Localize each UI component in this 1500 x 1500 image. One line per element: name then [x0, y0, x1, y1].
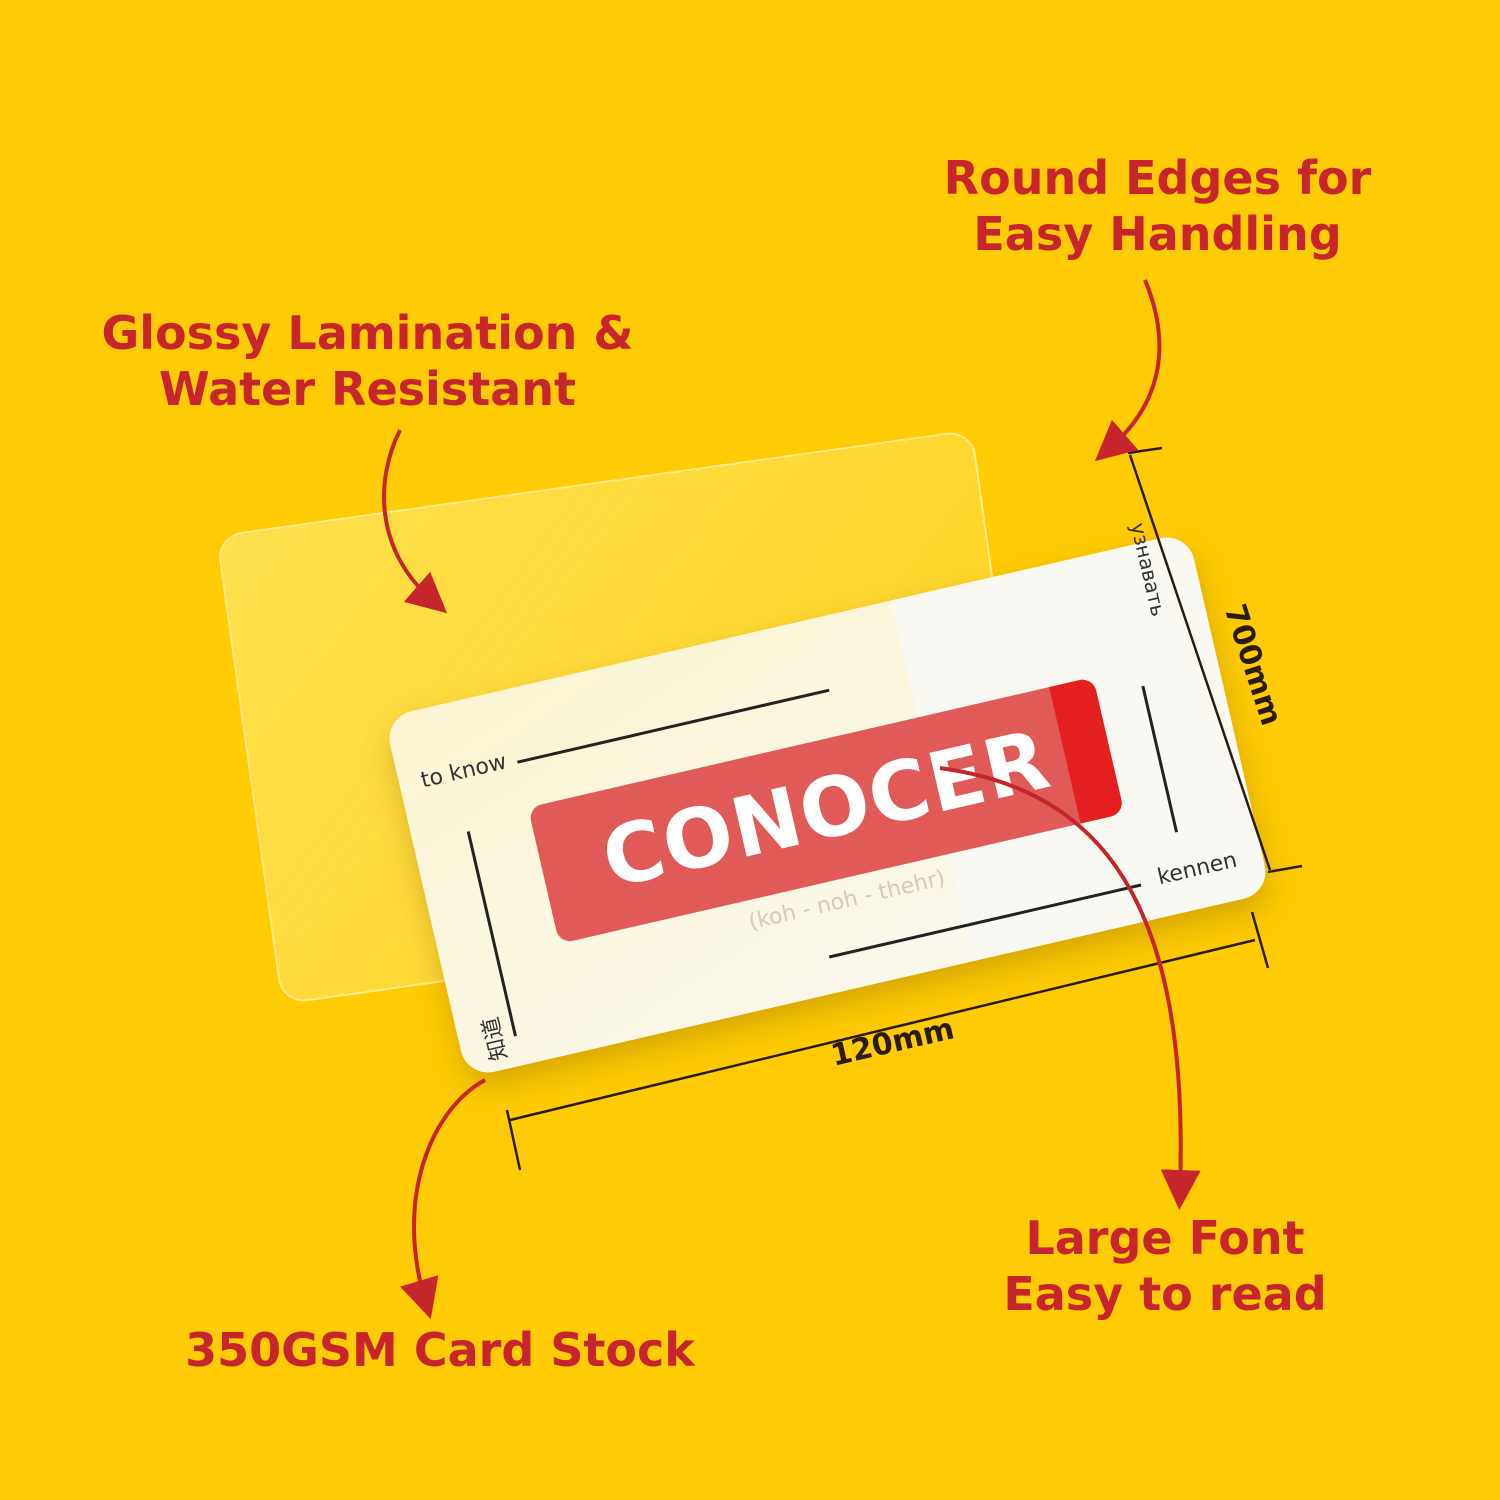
callout-large-font-line1: Large Font [1025, 1211, 1305, 1265]
large-font-arrow [939, 766, 1201, 1210]
callout-large-font: Large Font Easy to read [990, 1210, 1340, 1322]
callout-lamination-line1: Glossy Lamination & [101, 306, 634, 360]
callout-card-stock-text: 350GSM Card Stock [185, 1323, 695, 1377]
round-edges-arrow [1094, 279, 1162, 462]
callout-round-edges: Round Edges for Easy Handling [930, 150, 1385, 262]
callout-round-edges-line1: Round Edges for [943, 151, 1372, 205]
height-dimension-line [1127, 446, 1303, 874]
callout-large-font-line2: Easy to read [1003, 1267, 1327, 1321]
callout-lamination: Glossy Lamination & Water Resistant [95, 305, 640, 417]
callout-round-edges-line2: Easy Handling [973, 207, 1342, 261]
callout-card-stock: 350GSM Card Stock [175, 1322, 705, 1378]
width-dimension-line [505, 911, 1270, 1171]
card-stock-arrow [400, 1078, 486, 1320]
callout-lamination-line2: Water Resistant [159, 362, 576, 416]
lamination-arrow [382, 429, 448, 614]
